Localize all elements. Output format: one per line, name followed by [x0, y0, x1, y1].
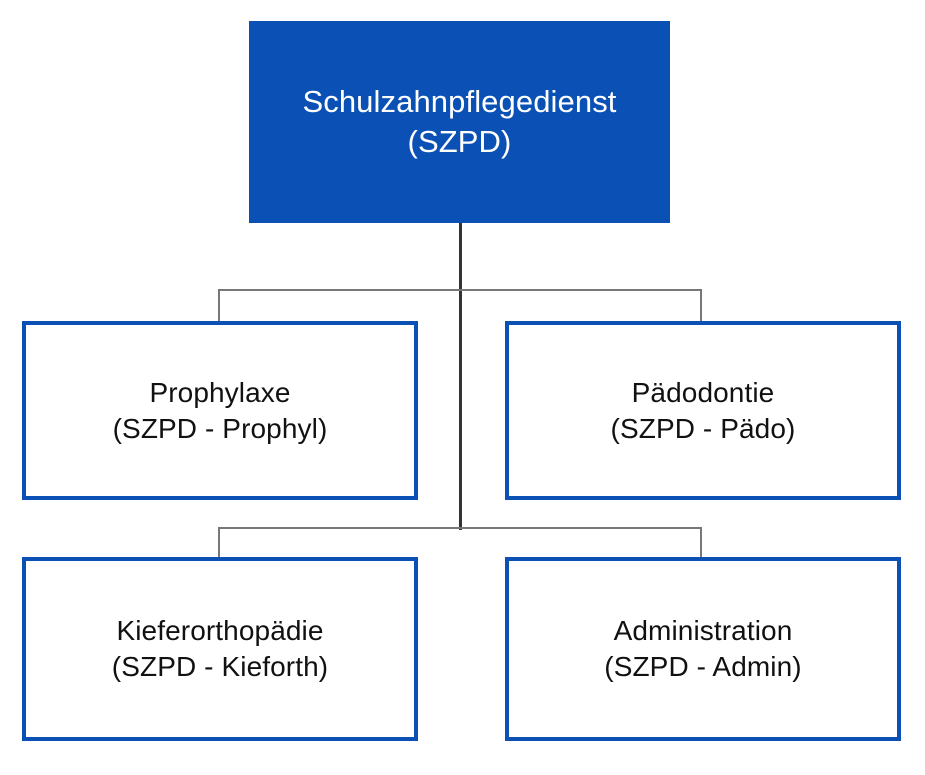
org-node-administration[interactable]: Administration (SZPD - Admin) — [505, 557, 901, 741]
connector-root-trunk — [459, 223, 462, 530]
org-node-prophylaxe[interactable]: Prophylaxe (SZPD - Prophyl) — [22, 321, 418, 500]
org-node-kieferorthopaedie[interactable]: Kieferorthopädie (SZPD - Kieforth) — [22, 557, 418, 741]
org-node-prophylaxe-label: Prophylaxe (SZPD - Prophyl) — [112, 376, 328, 444]
org-node-kieferorthopaedie-label: Kieferorthopädie (SZPD - Kieforth) — [111, 615, 329, 682]
connector-level1-left-drop — [218, 289, 220, 322]
org-node-paedodontie[interactable]: Pädodontie (SZPD - Pädo) — [505, 321, 901, 500]
org-node-root[interactable]: Schulzahnpflegedienst (SZPD) — [249, 21, 670, 223]
connector-level2-left-drop — [218, 527, 220, 558]
connector-level2-right-drop — [700, 527, 702, 558]
org-node-root-label: Schulzahnpflegedienst (SZPD) — [302, 84, 617, 159]
org-node-administration-label: Administration (SZPD - Admin) — [604, 615, 802, 682]
connector-level2-horizontal-bar — [218, 527, 702, 529]
connector-level1-right-drop — [700, 289, 702, 322]
org-node-paedodontie-label: Pädodontie (SZPD - Pädo) — [610, 376, 796, 444]
connector-level1-horizontal-bar — [218, 289, 702, 291]
